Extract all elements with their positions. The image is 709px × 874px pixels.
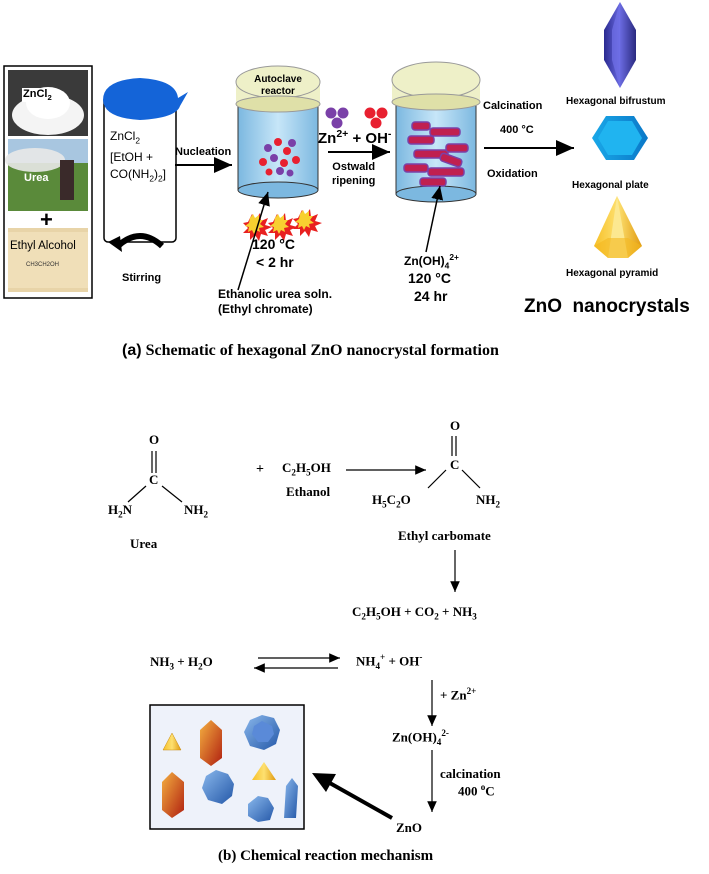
nucleation-label: Nucleation xyxy=(175,146,232,158)
ethyl-formula-label: CH3CH2OH xyxy=(26,262,60,268)
carbamate-name: Ethyl carbomate xyxy=(398,528,491,543)
stirring-label: Stirring xyxy=(122,272,162,284)
reactor2-time: 24 hr xyxy=(414,288,448,304)
nanocrystal-image-box xyxy=(149,704,305,830)
equilibrium-right: NH4+ + OH- xyxy=(356,652,423,671)
ethyl-alcohol-label: Ethyl Alcohol xyxy=(10,240,76,252)
ethanol-formula: C2H5OH xyxy=(282,460,331,478)
zn-oh-ions-label: Zn2+ + OH- xyxy=(318,128,392,147)
reactor1-particles xyxy=(259,138,300,177)
caption-b: (b) Chemical reaction mechanism xyxy=(218,848,434,864)
autoclave-reactor-1 xyxy=(235,65,322,291)
mixing-beaker xyxy=(103,78,188,252)
urea-nh2: NH2 xyxy=(184,502,209,520)
reaction-plus: + xyxy=(256,462,264,477)
zno-nanocrystals-title: ZnO nanocrystals xyxy=(524,296,690,317)
urea-name: Urea xyxy=(130,536,158,551)
reactor2-temp: 120 °C xyxy=(408,270,451,286)
plate-label: Hexagonal plate xyxy=(572,180,649,191)
carbamate-structure-bonds xyxy=(427,436,481,489)
reactor1-time: < 2 hr xyxy=(256,254,294,270)
calcination-b-label: calcination xyxy=(440,766,501,781)
calcination-b-temp: 400 oC xyxy=(458,782,495,799)
ethanolic-soln-label: Ethanolic urea soln.(Ethyl chromate) xyxy=(218,287,333,316)
product-arrow xyxy=(327,780,393,820)
hexagonal-bifrustum-shape xyxy=(604,2,636,88)
ingredients-plus: + xyxy=(40,207,53,232)
ingredients-frame xyxy=(3,65,93,299)
ion-cluster-purple xyxy=(325,107,349,129)
stirring-arrow xyxy=(115,233,165,249)
calcination-temp-label: 400 °C xyxy=(500,124,534,136)
urea-structure-bonds xyxy=(127,451,183,503)
zncl2-label: ZnCl2 xyxy=(22,88,53,103)
plus-zinc-label: + Zn2+ xyxy=(440,686,477,703)
equilibrium-left: NH3 + H2O xyxy=(150,654,213,672)
autoclave-reactor-2 xyxy=(391,61,481,253)
soln-pointer-arrow xyxy=(237,191,270,291)
zno-label: ZnO xyxy=(396,820,423,835)
urea-photo-label: Urea xyxy=(24,172,49,184)
calcination-label: Calcination xyxy=(483,100,543,112)
equilibrium-arrows xyxy=(254,653,340,673)
zincate-pointer-arrow xyxy=(425,185,444,253)
carbamate-ethoxy: H5C2O xyxy=(372,492,411,510)
oxidation-label: Oxidation xyxy=(487,168,538,180)
carbamate-nh2: NH2 xyxy=(476,492,501,510)
hexagonal-pyramid-shape xyxy=(594,196,642,258)
decomposition-products: C2H5OH + CO2 + NH3 xyxy=(352,604,477,622)
carbamate-oxygen: O xyxy=(450,418,461,433)
ion-cluster-red xyxy=(364,107,388,129)
beaker-contents: ZnCl2 [EtOH + CO(NH2)2] xyxy=(110,129,167,184)
urea-h2n: H2N xyxy=(108,502,133,520)
ethanol-name: Ethanol xyxy=(286,484,331,499)
urea-oxygen: O xyxy=(149,432,160,447)
caption-a: (a) Schematic of hexagonal ZnO nanocryst… xyxy=(122,342,499,359)
carbamate-carbon: C xyxy=(450,457,460,472)
reactor1-temp: 120 °C xyxy=(252,236,295,252)
urea-carbon: C xyxy=(149,472,159,487)
bifrustum-label: Hexagonal bifrustum xyxy=(566,96,666,107)
reactor2-rods xyxy=(403,121,469,187)
zincate-label: Zn(OH)42- xyxy=(392,728,449,747)
hexagonal-plate-shape xyxy=(592,116,648,160)
zincate-species-label: Zn(OH)42+ xyxy=(404,252,459,271)
pyramid-label: Hexagonal pyramid xyxy=(566,268,659,279)
